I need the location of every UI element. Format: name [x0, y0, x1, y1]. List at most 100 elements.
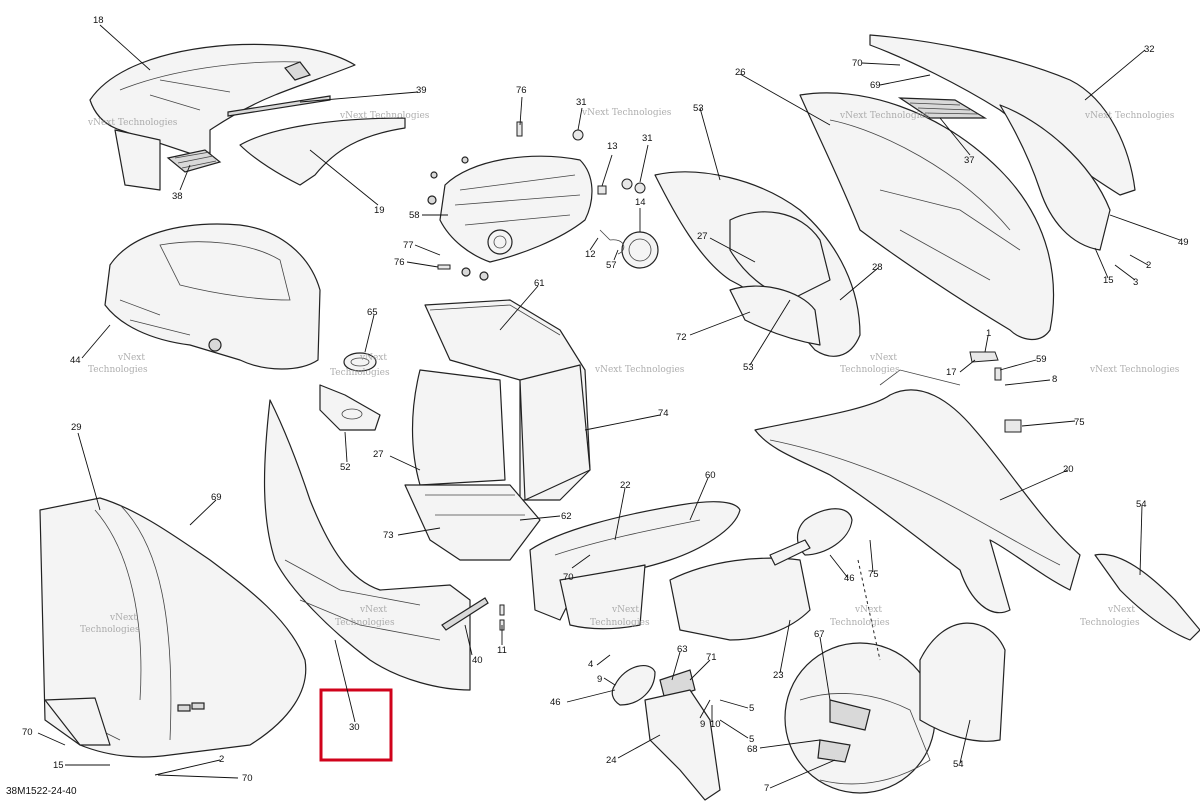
callout-26: 26 — [735, 67, 746, 78]
watermark: vNext — [359, 353, 387, 363]
watermark: vNext — [359, 605, 387, 615]
callout-70: 70 — [852, 58, 863, 69]
callout-69: 69 — [870, 80, 881, 91]
callout-29: 29 — [71, 422, 82, 433]
highlight-part-30 — [319, 688, 393, 762]
watermark: vNext Technologies — [1089, 365, 1180, 375]
callout-5: 5 — [749, 734, 754, 745]
part-54-side-panel-lower — [919, 622, 1006, 742]
callout-70: 70 — [22, 727, 33, 738]
watermark: Technologies — [330, 368, 390, 378]
callout-30: 30 — [349, 722, 360, 733]
callout-18: 18 — [93, 15, 104, 26]
callout-3: 3 — [1133, 277, 1138, 288]
callout-75: 75 — [1074, 417, 1085, 428]
part-27-storage-liner — [411, 369, 506, 486]
part-19-side-trim — [239, 117, 406, 186]
callout-53: 53 — [693, 103, 704, 114]
callout-70: 70 — [563, 572, 574, 583]
callout-11: 11 — [497, 645, 507, 656]
callout-31: 31 — [642, 133, 653, 144]
watermark: vNext — [1107, 605, 1135, 615]
callout-5: 5 — [749, 703, 754, 714]
callout-69: 69 — [211, 492, 222, 503]
part-24-lower-fender — [644, 689, 721, 801]
part-32-upper-panel — [869, 34, 1136, 251]
watermark: vNext Technologies — [1084, 111, 1175, 121]
callout-52: 52 — [340, 462, 351, 473]
part-26-side-panel — [799, 92, 1055, 340]
callout-8: 8 — [1052, 374, 1057, 385]
callout-70: 70 — [242, 773, 253, 784]
callout-72: 72 — [676, 332, 687, 343]
callout-14: 14 — [635, 197, 646, 208]
callout-61: 61 — [534, 278, 545, 289]
callout-4: 4 — [588, 659, 593, 670]
callout-24: 24 — [606, 755, 617, 766]
part-52-bracket — [319, 384, 381, 431]
callout-9: 9 — [700, 719, 705, 730]
callout-39: 39 — [416, 85, 427, 96]
part-30-lower-panel — [263, 399, 471, 691]
part-46-mirror-left — [611, 664, 656, 706]
callout-68: 68 — [747, 744, 758, 755]
callout-1: 1 — [986, 328, 991, 339]
callout-54: 54 — [1136, 499, 1147, 510]
watermarks: vNext Technologies vNext Technologies vN… — [80, 108, 1180, 635]
callout-46: 46 — [550, 697, 561, 708]
callout-38: 38 — [172, 191, 183, 202]
watermark: Technologies — [88, 365, 148, 375]
watermark: vNext Technologies — [594, 365, 685, 375]
callout-12: 12 — [585, 249, 596, 260]
callout-71: 71 — [706, 652, 717, 663]
watermark: vNext — [854, 605, 882, 615]
part-18-nose-cover — [89, 43, 356, 191]
callout-17: 17 — [946, 367, 957, 378]
part-20-fender — [754, 369, 1081, 614]
part-hardware-76-31-13 — [437, 121, 659, 270]
callout-labels: 18 39 19 38 76 31 31 13 14 58 77 76 12 5… — [22, 15, 1189, 794]
callout-53: 53 — [743, 362, 754, 373]
watermark: vNext Technologies — [339, 111, 430, 121]
callout-76: 76 — [394, 257, 405, 268]
callout-7: 7 — [764, 783, 769, 794]
callout-60: 60 — [705, 470, 716, 481]
callout-58: 58 — [409, 210, 420, 221]
watermark: vNext — [109, 613, 137, 623]
part-44-console — [104, 223, 321, 370]
callout-54: 54 — [953, 759, 964, 770]
watermark: vNext — [611, 605, 639, 615]
part-61-74-storage-panel — [424, 299, 591, 501]
part-hardware-1-59-17-8 — [969, 351, 1022, 433]
callout-74: 74 — [658, 408, 669, 419]
watermark: vNext Technologies — [87, 118, 178, 128]
callout-2: 2 — [219, 754, 224, 765]
callout-40: 40 — [472, 655, 483, 666]
callout-57: 57 — [606, 260, 617, 271]
watermark: vNext — [117, 353, 145, 363]
part-37-vent-grille — [897, 97, 988, 119]
part-46-mirror-right — [769, 508, 853, 566]
callout-27: 27 — [697, 231, 708, 242]
part-67-68-7-detail — [784, 642, 936, 794]
watermark: Technologies — [590, 618, 650, 628]
part-72-side-trim-lower — [729, 285, 821, 346]
part-58-headlight-housing — [427, 155, 593, 281]
callout-76: 76 — [516, 85, 527, 96]
callout-23: 23 — [773, 670, 784, 681]
callout-28: 28 — [872, 262, 883, 273]
watermark: Technologies — [1080, 618, 1140, 628]
callout-49: 49 — [1178, 237, 1189, 248]
callout-62: 62 — [561, 511, 572, 522]
callout-77: 77 — [403, 240, 414, 251]
watermark: vNext Technologies — [581, 108, 672, 118]
callout-67: 67 — [814, 629, 825, 640]
watermark: vNext Technologies — [839, 111, 930, 121]
callout-9: 9 — [597, 674, 602, 685]
leader-lines — [37, 24, 1181, 789]
part-38-grille — [166, 149, 222, 173]
callout-15: 15 — [1103, 275, 1114, 286]
watermark: vNext — [869, 353, 897, 363]
callout-73: 73 — [383, 530, 394, 541]
callout-22: 22 — [620, 480, 631, 491]
